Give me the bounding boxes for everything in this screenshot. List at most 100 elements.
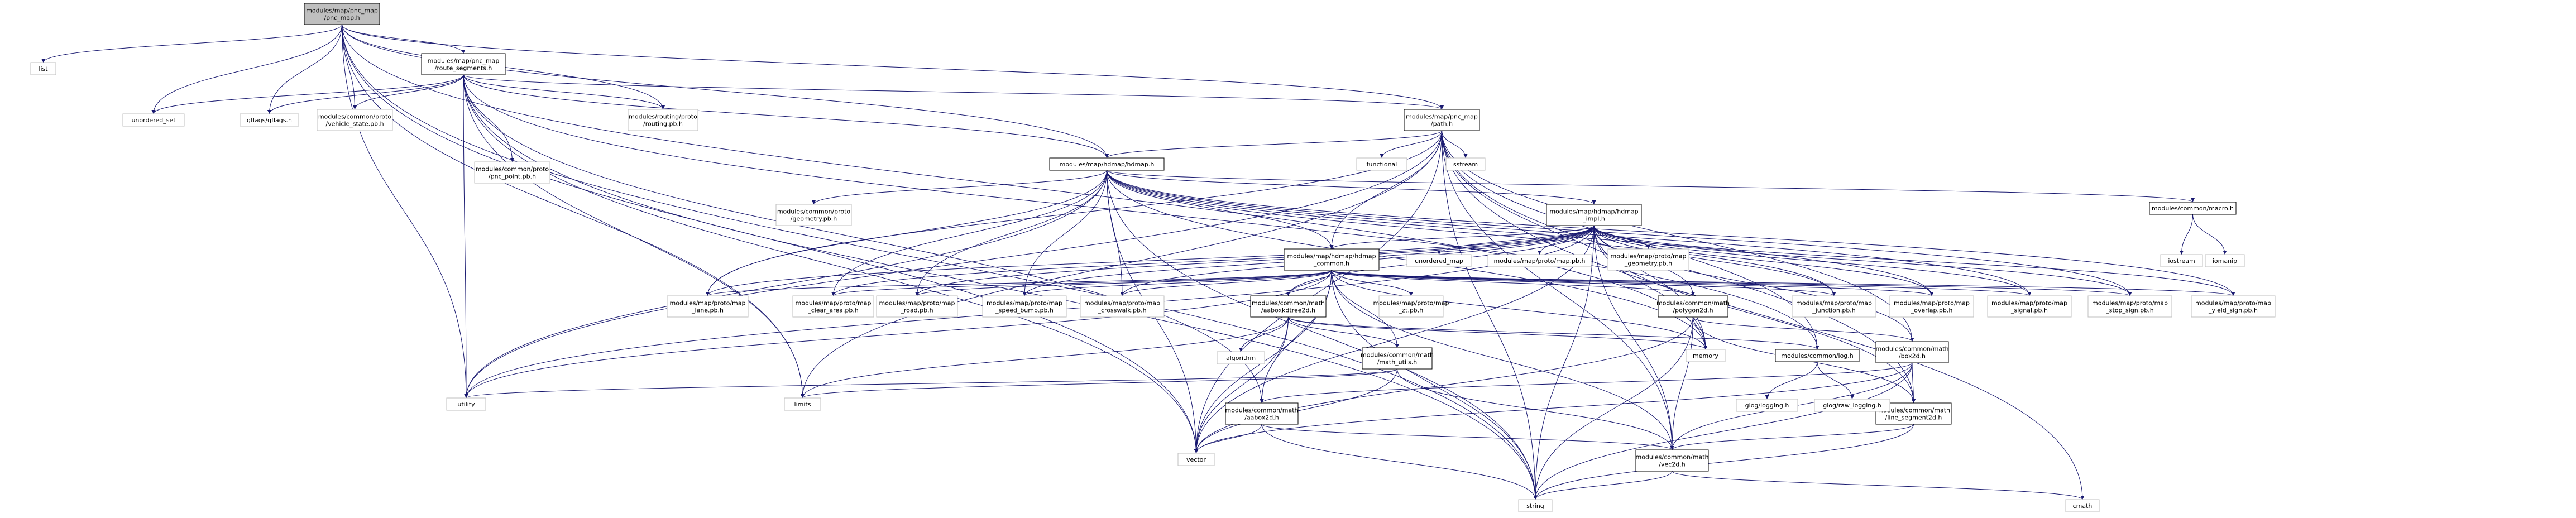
node-label-speed-bump-pb-h-1: _speed_bump.pb.h <box>995 307 1054 314</box>
node-polygon2d-h[interactable]: modules/common/math/polygon2d.h <box>1656 295 1730 318</box>
node-log-h[interactable]: modules/common/log.h <box>1775 349 1860 362</box>
node-signal-pb-h: modules/map/proto/map_signal.pb.h <box>1987 295 2072 318</box>
node-label-road-pb-h-1: _road.pb.h <box>900 307 933 314</box>
node-macro-h[interactable]: modules/common/macro.h <box>2149 202 2237 215</box>
node-label-vec2d-h-1: /vec2d.h <box>1659 461 1686 468</box>
node-memory: memory <box>1686 349 1726 362</box>
edge-hdmap-common-h-to-math-utils-h <box>1331 270 1399 348</box>
node-speed-bump-pb-h: modules/map/proto/map_speed_bump.pb.h <box>982 295 1067 318</box>
node-box-routing-pb-h <box>628 109 698 131</box>
node-box-hdmap-common-h <box>1284 248 1380 271</box>
edge-hdmap-common-h-to-lane-pb-h <box>706 270 1332 296</box>
node-box-vector <box>1177 453 1215 466</box>
node-box-limits <box>784 397 821 411</box>
edge-hdmap-impl-h-to-lane-pb-h <box>706 225 1595 296</box>
node-label-yield-sign-pb-h-1: _yield_sign.pb.h <box>2208 307 2258 314</box>
node-label-map-pb-h-0: modules/map/proto/map.pb.h <box>1494 257 1586 265</box>
node-label-aabox2d-h-0: modules/common/math <box>1225 407 1298 414</box>
node-vec2d-h[interactable]: modules/common/math/vec2d.h <box>1635 449 1709 472</box>
node-hdmap-h[interactable]: modules/map/hdmap/hdmap.h <box>1049 157 1165 171</box>
node-hdmap-impl-h[interactable]: modules/map/hdmap/hdmap_impl.h <box>1546 204 1642 226</box>
node-label-utility-0: utility <box>457 401 475 408</box>
node-zone-pb-h: modules/map/proto/map_zt.pb.h <box>1373 295 1449 318</box>
edge-hdmap-common-h-to-vec2d-h <box>1331 270 1674 450</box>
edge-hdmap-h-to-speed-bump-pb-h <box>1022 170 1107 296</box>
edge-macro-h-to-iomanip <box>2192 214 2227 255</box>
node-aabox2d-h[interactable]: modules/common/math/aabox2d.h <box>1225 402 1299 425</box>
edge-log-h-to-glog-raw-logging-h <box>1817 361 1854 400</box>
node-string: string <box>1518 499 1553 512</box>
node-label-lane-pb-h-1: _lane.pb.h <box>691 307 724 314</box>
edge-aaboxkdtree2d-h-to-vector <box>1194 316 1289 454</box>
node-label-hdmap-common-h-1: _common.h <box>1313 260 1349 267</box>
node-label-limits-0: limits <box>794 401 811 408</box>
node-crosswalk-pb-h: modules/map/proto/map_crosswalk.pb.h <box>1080 295 1165 318</box>
node-unordered-set: unordered_set <box>122 113 185 127</box>
node-glog-logging-h: glog/logging.h <box>1736 399 1798 412</box>
node-pnc-map-h[interactable]: modules/map/pnc_map/pnc_map.h <box>304 3 380 25</box>
edge-hdmap-h-to-junction-pb-h <box>1107 170 1836 296</box>
edge-route-segments-h-to-gflags-h <box>267 74 464 114</box>
edge-aaboxkdtree2d-h-to-memory <box>1288 316 1708 350</box>
node-cmath: cmath <box>2065 499 2100 512</box>
node-box-macro-h <box>2149 202 2237 215</box>
edge-hdmap-common-h-to-utility <box>464 270 1332 399</box>
node-label-aaboxkdtree2d-h-1: /aaboxkdtree2d.h <box>1261 307 1315 314</box>
node-aaboxkdtree2d-h[interactable]: modules/common/math/aaboxkdtree2d.h <box>1250 295 1327 318</box>
edge-pnc-map-h-to-utility <box>342 24 468 399</box>
edge-macro-h-to-iostream <box>2180 214 2193 255</box>
edge-aaboxkdtree2d-h-to-aabox2d-h <box>1260 316 1289 404</box>
edge-route-segments-h-to-hdmap-h <box>463 74 1109 159</box>
node-sstream: sstream <box>1445 157 1486 171</box>
node-label-aaboxkdtree2d-h-0: modules/common/math <box>1252 300 1325 307</box>
node-label-vector-0: vector <box>1186 456 1206 463</box>
edge-math-utils-h-to-utility <box>464 368 1397 399</box>
node-box2d-h[interactable]: modules/common/math/box2d.h <box>1875 341 1949 363</box>
edge-hdmap-h-to-geometry-pb-h <box>812 170 1107 205</box>
node-box-geometry-pb-h <box>775 204 852 226</box>
node-label-road-pb-h-0: modules/map/proto/map <box>879 300 955 307</box>
node-label-clear-area-pb-h-0: modules/map/proto/map <box>796 300 872 307</box>
node-box-crosswalk-pb-h <box>1080 295 1165 318</box>
edge-polygon2d-h-to-box2d-h <box>1693 316 1914 342</box>
node-box-route-segments-h <box>421 53 506 75</box>
edge-hdmap-common-h-to-signal-pb-h <box>1331 270 2032 296</box>
node-label-hdmap-h-0: modules/map/hdmap/hdmap.h <box>1060 161 1155 168</box>
edge-line-segment2d-h-to-string <box>1533 424 1914 500</box>
edge-pnc-map-h-to-path-h <box>342 24 1444 110</box>
node-box-list <box>30 62 56 75</box>
node-label-gflags-h-0: gflags/gflags.h <box>247 117 292 124</box>
edge-polygon2d-h-to-vector <box>1194 316 1693 454</box>
node-hdmap-common-h[interactable]: modules/map/hdmap/hdmap_common.h <box>1284 248 1380 271</box>
node-box-vehicle-state-pb-h <box>317 109 393 131</box>
edge-hdmap-common-h-to-aaboxkdtree2d-h <box>1286 270 1332 296</box>
edge-hdmap-h-to-stop-sign-pb-h <box>1107 170 2132 296</box>
edge-route-segments-h-to-path-h <box>463 74 1444 110</box>
node-unordered-map: unordered_map <box>1406 254 1472 267</box>
node-box-math-utils-h <box>1362 347 1433 370</box>
node-label-routing-pb-h-1: /routing.pb.h <box>643 121 683 128</box>
edge-hdmap-h-to-clear-area-pb-h <box>831 170 1107 296</box>
edge-pnc-map-h-to-hdmap-h <box>342 24 1109 159</box>
node-box-junction-pb-h <box>1792 295 1876 318</box>
node-label-clear-area-pb-h-1: _clear_area.pb.h <box>807 307 859 314</box>
node-box-iostream <box>2160 254 2203 267</box>
node-label-pnc-map-h-0: modules/map/pnc_map <box>306 7 378 15</box>
node-path-h[interactable]: modules/map/pnc_map/path.h <box>1404 109 1480 131</box>
edge-log-h-to-glog-logging-h <box>1765 361 1818 400</box>
edge-hdmap-h-to-overlap-pb-h <box>1107 170 1934 296</box>
node-math-utils-h[interactable]: modules/common/math/math_utils.h <box>1361 347 1434 370</box>
edge-math-utils-h-to-limits <box>801 368 1397 399</box>
node-label-memory-0: memory <box>1693 352 1718 359</box>
edge-hdmap-impl-h-to-clear-area-pb-h <box>831 225 1595 296</box>
node-box-gflags-h <box>240 113 299 127</box>
node-box-utility <box>446 397 486 411</box>
node-label-route-segments-h-0: modules/map/pnc_map <box>428 57 500 65</box>
node-label-overlap-pb-h-0: modules/map/proto/map <box>1894 300 1970 307</box>
node-lane-pb-h: modules/map/proto/map_lane.pb.h <box>667 295 749 318</box>
node-label-map-geometry-pb-h-1: _geometry.pb.h <box>1624 260 1672 267</box>
node-box-algorithm <box>1217 351 1265 364</box>
node-box-cmath <box>2065 499 2100 512</box>
node-clear-area-pb-h: modules/map/proto/map_clear_area.pb.h <box>792 295 874 318</box>
node-route-segments-h[interactable]: modules/map/pnc_map/route_segments.h <box>421 53 506 75</box>
